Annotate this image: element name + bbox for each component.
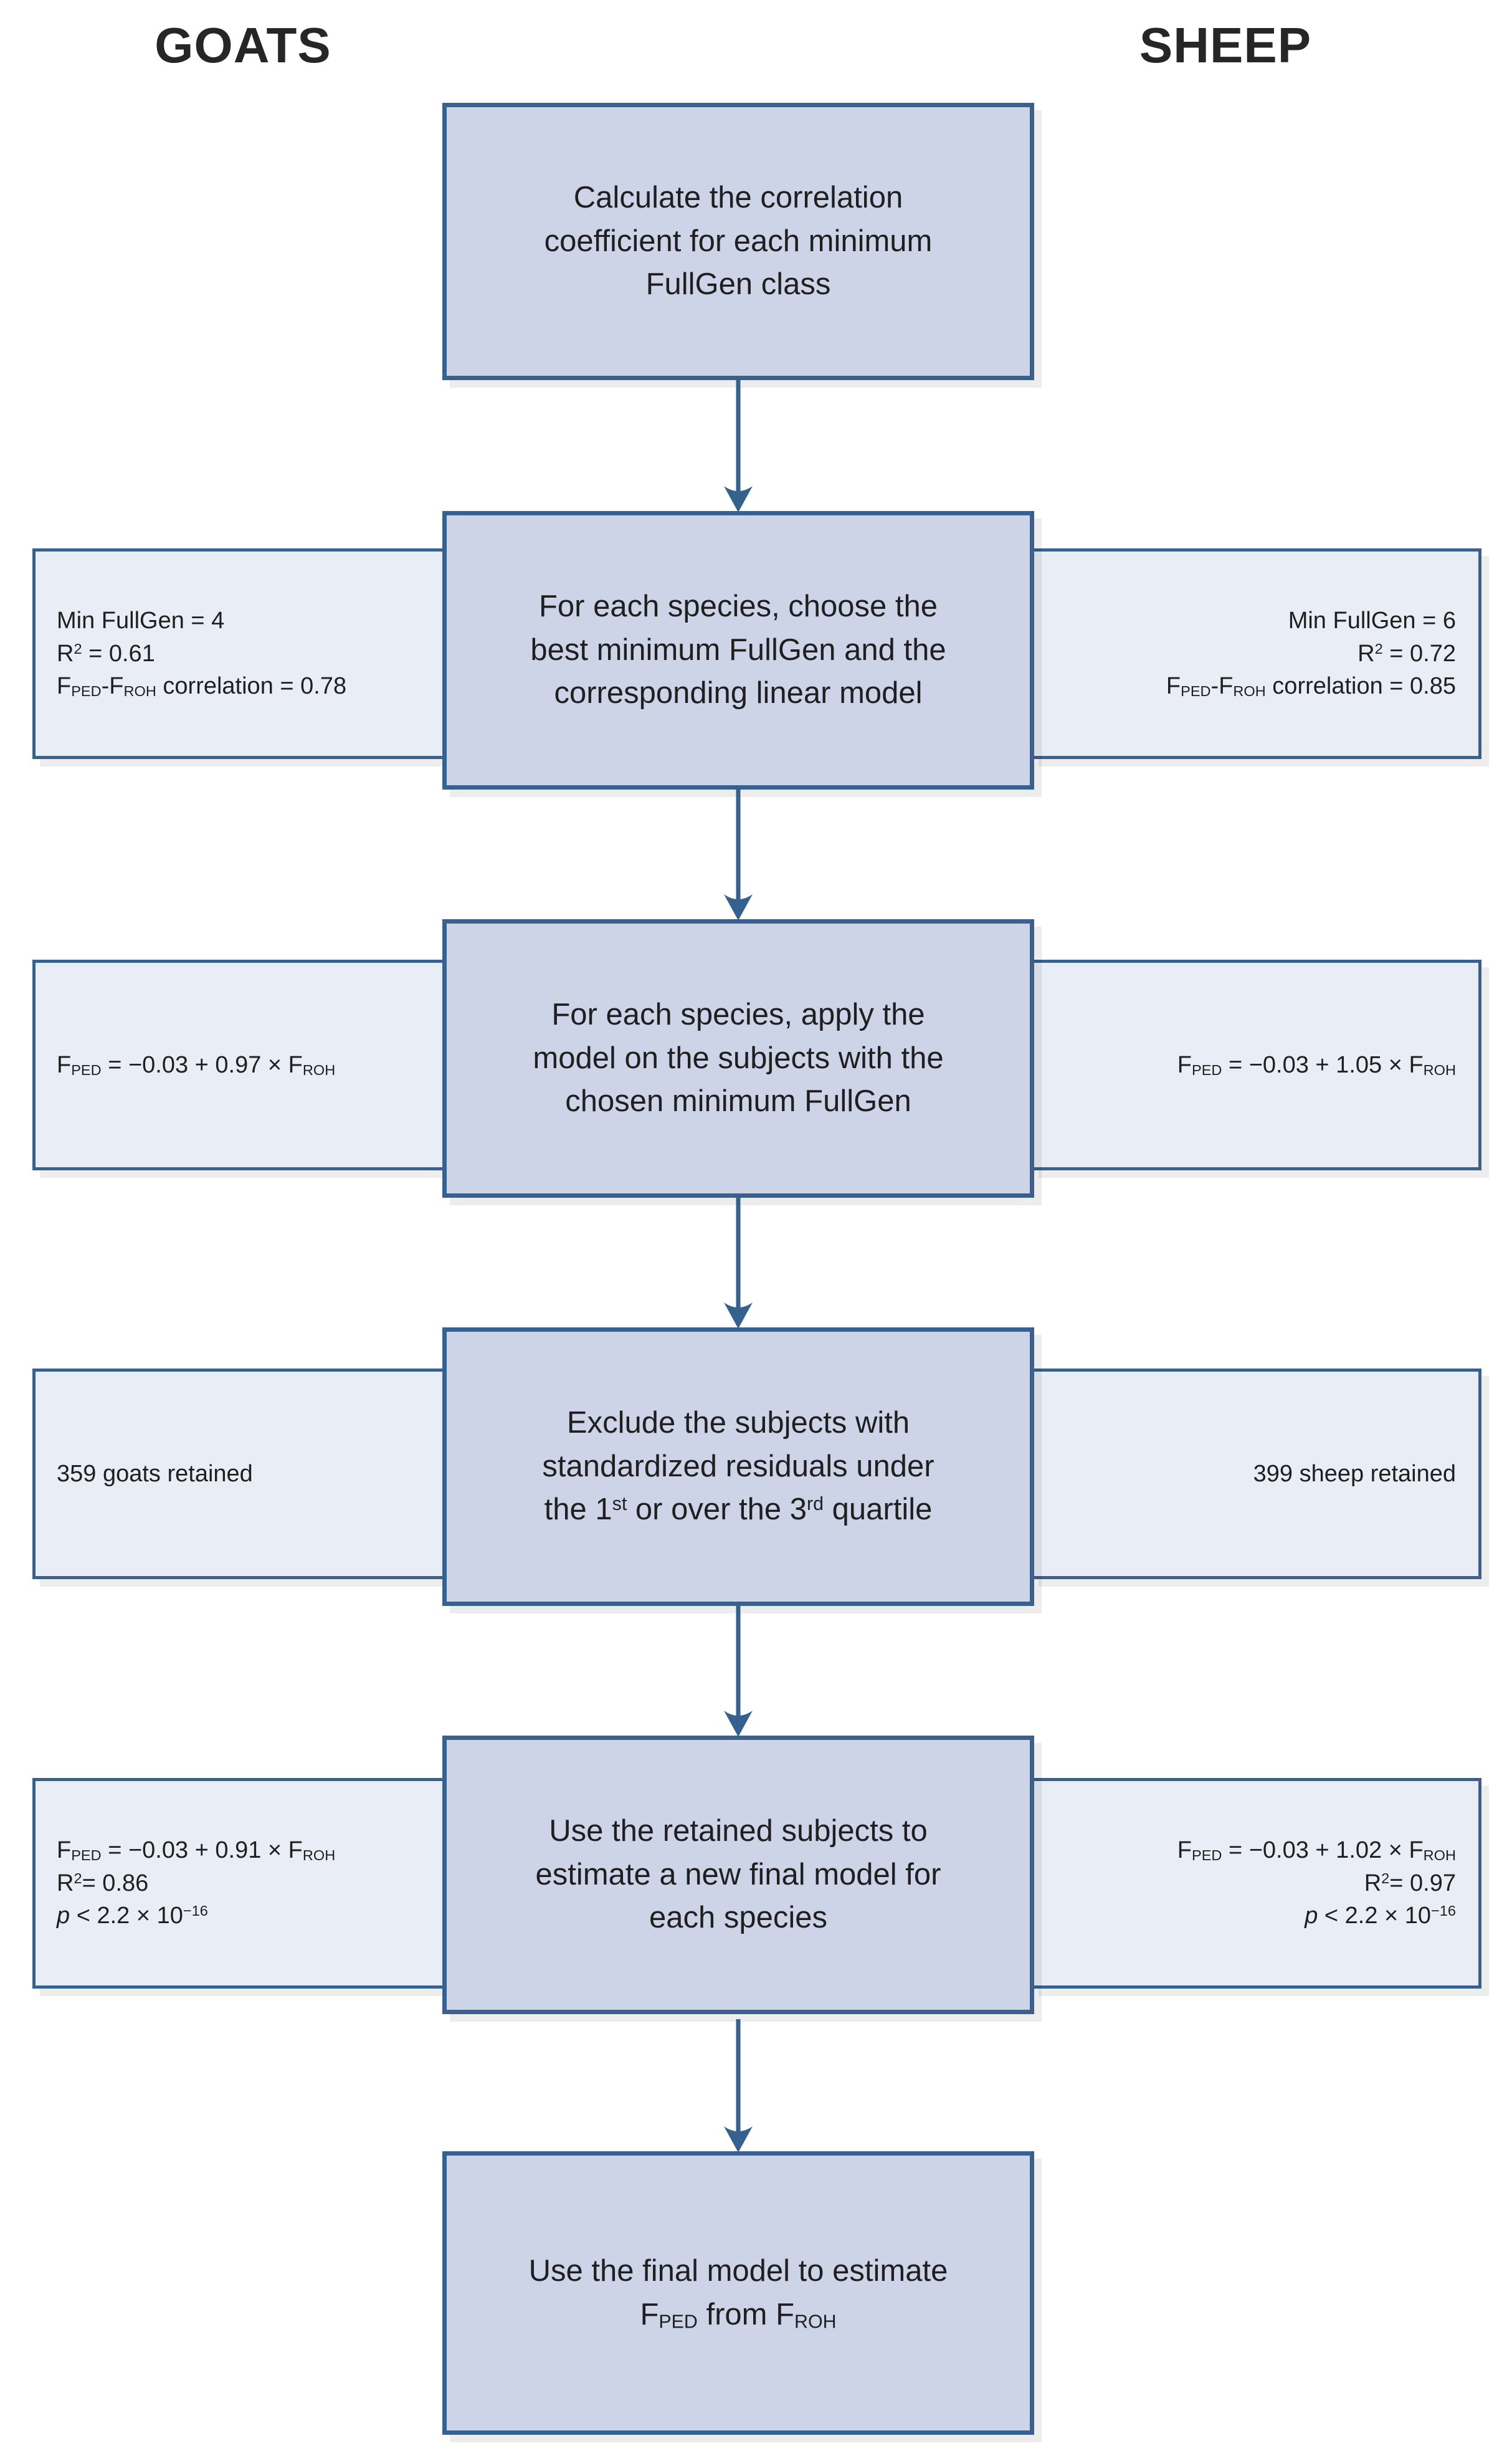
arrow-head bbox=[724, 1711, 753, 1737]
arrow-head bbox=[724, 1302, 753, 1329]
arrow-shaft bbox=[736, 2019, 741, 2135]
column-header-goats: GOATS bbox=[155, 17, 331, 73]
arrow-head bbox=[724, 2126, 753, 2152]
arrow-head bbox=[724, 486, 753, 512]
flow-arrow-icon bbox=[724, 379, 753, 512]
column-header-sheep: SHEEP bbox=[1139, 17, 1312, 73]
side-box-text: FPED = −0.03 + 0.97 × FROH bbox=[57, 1051, 336, 1079]
side-box-text: FPED = −0.03 + 1.05 × FROH bbox=[1177, 1051, 1456, 1079]
side-box-goats-model-equation: FPED = −0.03 + 0.97 × FROH bbox=[32, 960, 451, 1170]
arrow-shaft bbox=[736, 379, 741, 495]
arrow-shaft bbox=[736, 787, 741, 903]
side-box-sheep-model-equation: FPED = −0.03 + 1.05 × FROH bbox=[1031, 960, 1481, 1170]
side-box-goats-retained: 359 goats retained bbox=[32, 1369, 451, 1579]
flow-arrow-icon bbox=[724, 787, 753, 920]
flow-arrow-icon bbox=[724, 1195, 753, 1329]
side-box-text: 399 sheep retained bbox=[1253, 1460, 1456, 1487]
arrow-shaft bbox=[736, 1195, 741, 1311]
side-box-sheep-retained: 399 sheep retained bbox=[1031, 1369, 1481, 1579]
side-box-text: 359 goats retained bbox=[57, 1460, 253, 1487]
flow-arrow-icon bbox=[724, 2019, 753, 2152]
arrow-head bbox=[724, 894, 753, 920]
flow-arrow-icon bbox=[724, 1603, 753, 1737]
arrow-shaft bbox=[736, 1603, 741, 1719]
